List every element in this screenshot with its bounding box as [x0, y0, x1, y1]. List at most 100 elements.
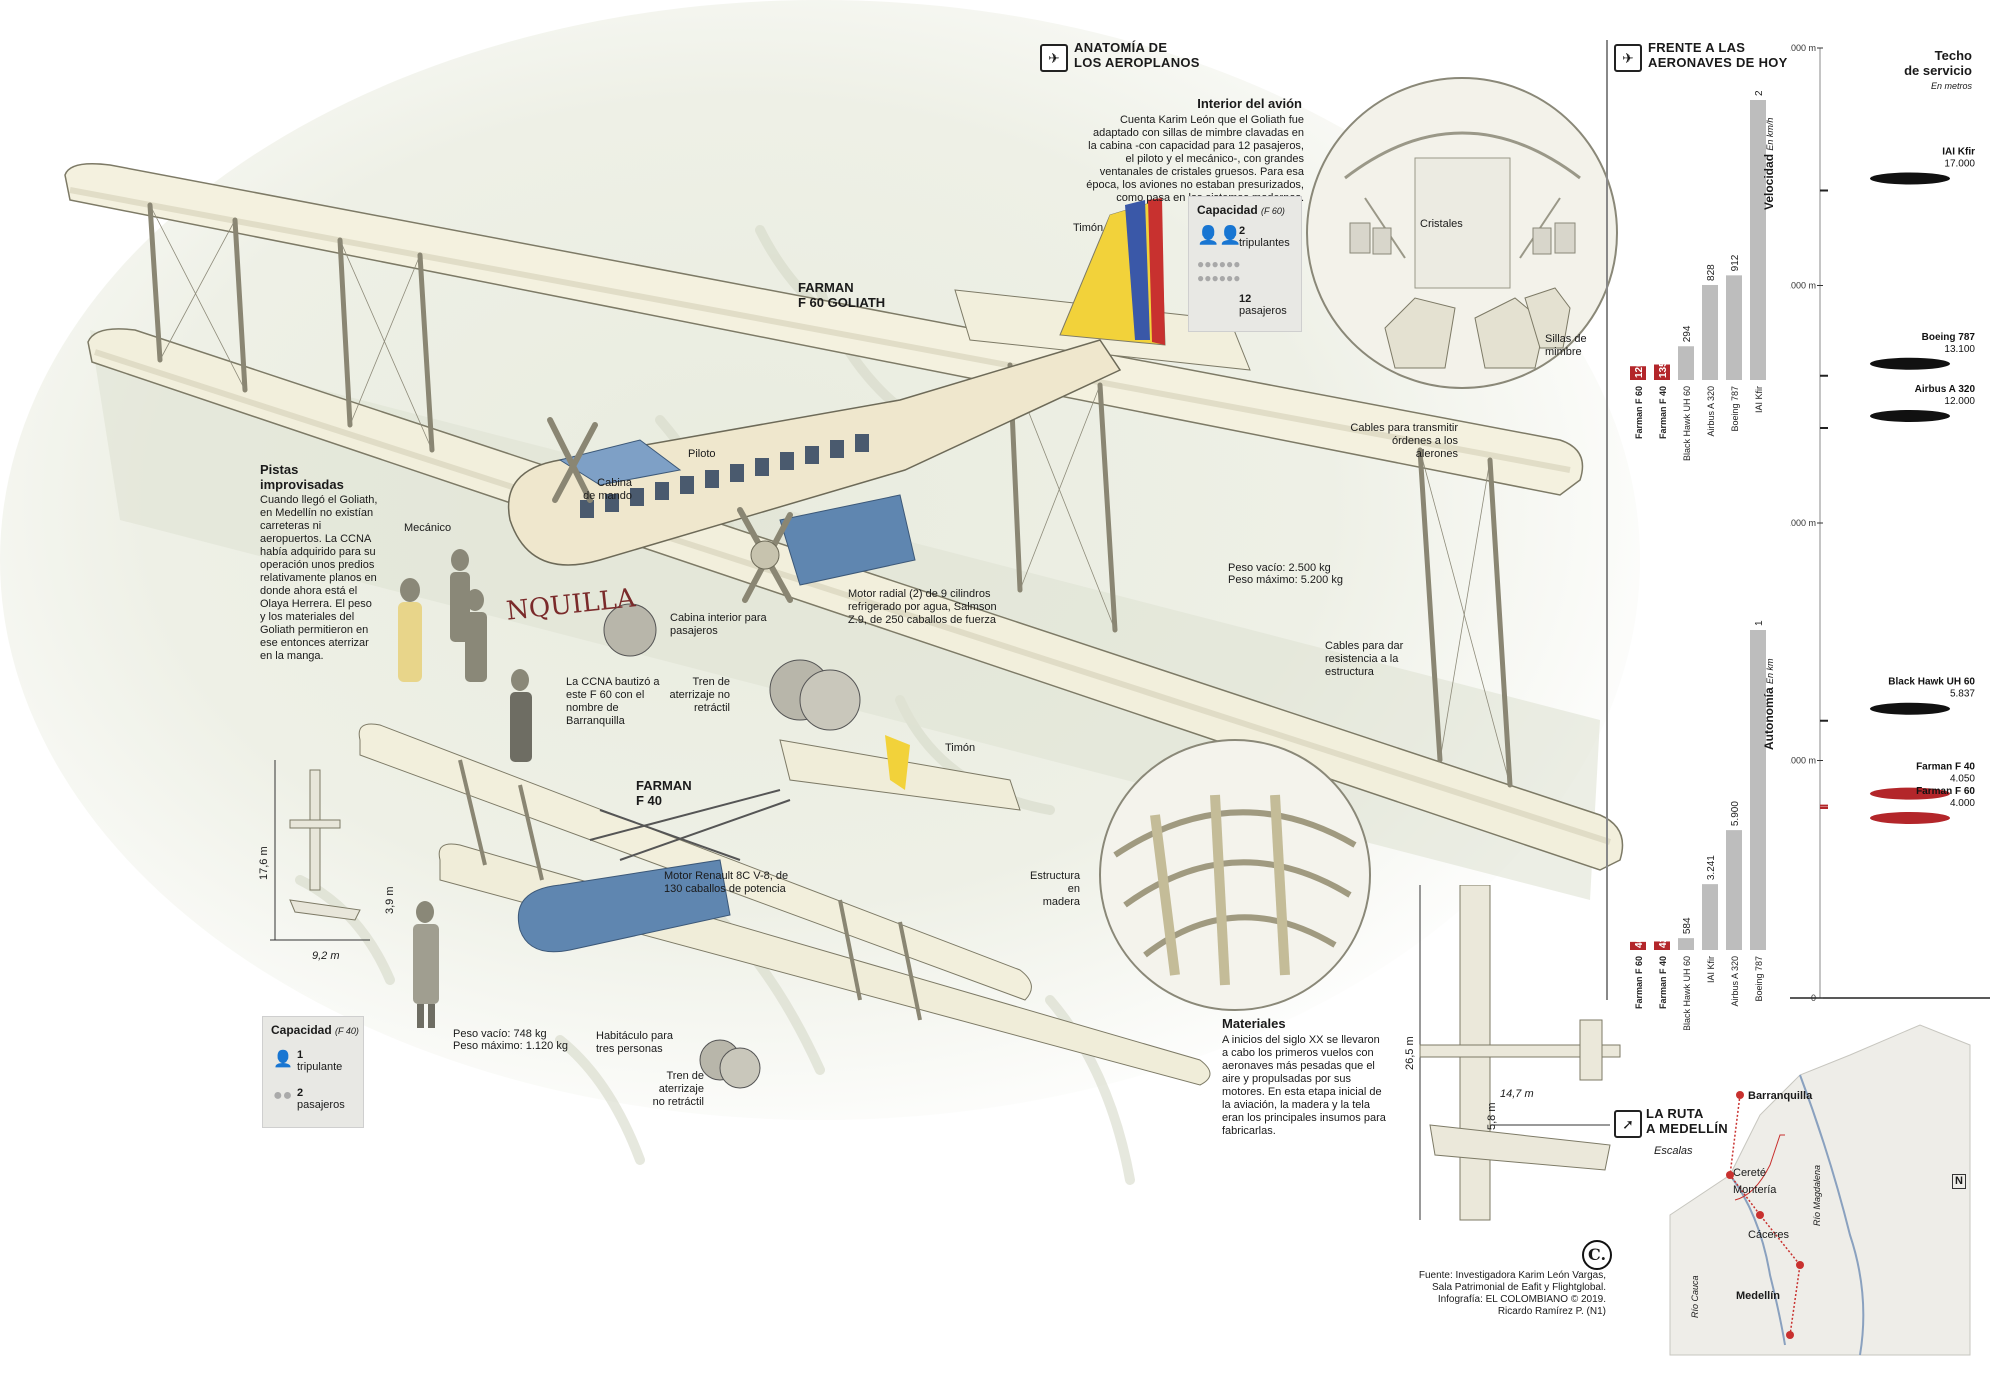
ceiling-title-line2: de servicio: [1904, 63, 1972, 78]
bar-value-label: 584: [1682, 917, 1693, 934]
airplane-icon: ✈: [1040, 44, 1068, 72]
ceiling-tick-label: 15.000 m: [1790, 281, 1816, 291]
interior-title: Interior del avión: [1197, 96, 1302, 111]
f40-crew-count: 1: [297, 1049, 304, 1061]
pistas-body: Cuando llegó el Goliath, en Medellín no …: [260, 494, 378, 662]
f60-label-ccna: La CCNA bautizó a este F 60 con el nombr…: [566, 676, 660, 727]
bar-airbus-a-320: [1702, 284, 1718, 380]
city-caceres: Cáceres: [1748, 1229, 1789, 1241]
f60-peso-maximo: Peso máximo: 5.200 kg: [1228, 574, 1343, 586]
f40-label-timon: Timón: [945, 742, 976, 754]
credits-line4: Ricardo Ramírez P. (N1): [1497, 1306, 1606, 1317]
ceiling-title-line1: Techo: [1934, 48, 1972, 63]
velocidad-label: Velocidad En km/h: [1762, 118, 1776, 210]
bar-boeing-787: [1726, 275, 1742, 380]
crew-icon: 👤: [273, 1051, 293, 1068]
f60-engine-nacelle: [779, 494, 916, 586]
cabin-interior-illustration: [1306, 77, 1618, 389]
pistas-title: Pistas improvisadas: [260, 462, 344, 492]
bar-iai-kfir: [1702, 884, 1718, 950]
ceiling-point-name: IAI Kfir: [1942, 147, 1975, 158]
city-cerete: Cereté: [1733, 1167, 1767, 1179]
ceiling-plane-icon: [1870, 172, 1950, 185]
comparison-title: FRENTE A LAS AERONAVES DE HOY: [1648, 40, 1788, 70]
f40-dim-length: 17,6 m: [258, 846, 270, 880]
ceiling-plane-icon: [1870, 357, 1950, 370]
bar-value-label: 912: [1730, 254, 1741, 271]
ceiling-tick-label: 10.000 m: [1790, 518, 1816, 528]
f60-label-motor: Motor radial (2) de 9 cilindros refriger…: [848, 588, 997, 626]
f40-dimension-diagram: [270, 760, 370, 941]
f60-label-cables-ordenes: Cables para transmitir órdenes a los ale…: [1350, 422, 1458, 460]
f60-cockpit: [558, 439, 682, 486]
f60-crew-count: 2: [1239, 225, 1246, 237]
bar-farman-f-40: [1654, 941, 1670, 950]
bar-category-label: Farman F 40: [1658, 956, 1668, 1009]
comparison-title-line2: AERONAVES DE HOY: [1648, 55, 1788, 70]
ceiling-point-value: 12.000: [1944, 396, 1975, 407]
f60-peso-vacio: Peso vacío: 2.500 kg: [1228, 562, 1331, 574]
route-title: LA RUTA A MEDELLÍN: [1646, 1106, 1728, 1136]
bar-farman-f-60: [1630, 366, 1646, 380]
bar-category-label: Farman F 60: [1634, 956, 1644, 1009]
f40-capacity-box: Capacidad (F 40) 👤 1 tripulante ●● 2 pas…: [262, 1016, 364, 1128]
credits-line1: Fuente: Investigadora Karim León Vargas,: [1418, 1270, 1606, 1281]
f60-crew-label: tripulantes: [1239, 237, 1290, 249]
ceiling-tick-label: 5.000 m: [1790, 756, 1816, 766]
f60-capacity-model: (F 60): [1261, 206, 1285, 216]
ceiling-point-value: 4.050: [1950, 774, 1975, 785]
f60-capacity-title-text: Capacidad: [1197, 203, 1258, 217]
f40-capacity-model: (F 40): [335, 1026, 359, 1036]
f60-label-timon: Timón: [1073, 222, 1104, 234]
ceiling-plane-icon: [1870, 787, 1950, 800]
f40-capacity-title: Capacidad (F 40): [271, 1023, 359, 1038]
f60-dim-length: 26,5 m: [1404, 1036, 1416, 1070]
f60-name-line1: FARMAN: [798, 280, 854, 295]
bar-value-label: 2.440: [1754, 90, 1765, 96]
f60-dim-span: 14,7 m: [1500, 1088, 1534, 1100]
bar-category-label: Airbus A 320: [1730, 956, 1740, 1007]
bar-value-label: 420: [1658, 931, 1669, 948]
f60-label-cabina-interior: Cabina interior para pasajeros: [670, 612, 767, 637]
airplane-icon: ✈: [1614, 44, 1642, 72]
f40-nacelle: [517, 859, 731, 953]
ceiling-point-value: 17.000: [1944, 159, 1975, 170]
bar-value-label: 828: [1706, 264, 1717, 281]
velocidad-label-text: Velocidad: [1762, 153, 1776, 210]
bar-value-label: 135: [1658, 361, 1669, 378]
credits-text: Fuente: Investigadora Karim León Vargas,…: [1340, 1270, 1606, 1318]
f40-capacity-title-text: Capacidad: [271, 1023, 332, 1037]
bar-farman-f-60: [1630, 941, 1646, 950]
f60-capacity-title: Capacidad (F 60): [1197, 203, 1285, 218]
north-indicator: N: [1952, 1174, 1966, 1189]
bar-airbus-a-320: [1726, 830, 1742, 950]
passenger-icons: ●●: [273, 1087, 293, 1104]
ceiling-point-name: Black Hawk UH 60: [1888, 677, 1975, 688]
f40-pass-count: 2: [297, 1087, 304, 1099]
ceiling-title: Techo de servicio: [1870, 48, 1972, 78]
section-title-line1: ANATOMÍA DE: [1074, 40, 1168, 55]
ceiling-point-name: Boeing 787: [1922, 332, 1976, 343]
f40-peso-maximo: Peso máximo: 1.120 kg: [453, 1040, 568, 1052]
bar-category-label: IAI Kfir: [1754, 386, 1764, 413]
comparison-divider: [1606, 40, 1608, 1000]
f40-name-line1: FARMAN: [636, 778, 692, 793]
ceiling-plane-icon: [1870, 702, 1950, 715]
f60-pass-count: 12: [1239, 293, 1252, 305]
credits-line2: Sala Patrimonial de Eafit y Flightglobal…: [1432, 1282, 1606, 1293]
f40-dim-height: 3,9 m: [384, 886, 396, 914]
bar-category-label: Farman F 60: [1634, 386, 1644, 439]
farman-f40-illustration: [358, 723, 1211, 1089]
f60-dimension-diagram: [1419, 885, 1621, 1221]
route-title-line2: A MEDELLÍN: [1646, 1121, 1728, 1136]
f40-label-tren: Tren de aterrizaje no retráctil: [652, 1070, 704, 1108]
bar-category-label: Boeing 787: [1730, 386, 1740, 432]
crew-icon: 👤👤: [1197, 225, 1242, 245]
bar-value-label: 294: [1682, 325, 1693, 342]
f60-name: FARMAN F 60 GOLIATH: [798, 280, 885, 310]
f60-label-tren: Tren de aterrizaje no retráctil: [669, 676, 730, 714]
bar-category-label: IAI Kfir: [1706, 956, 1716, 983]
autonomia-label-text: Autonomía: [1762, 687, 1776, 750]
f40-pass-label: pasajeros: [297, 1099, 345, 1111]
f40-name-line2: F 40: [636, 793, 663, 808]
